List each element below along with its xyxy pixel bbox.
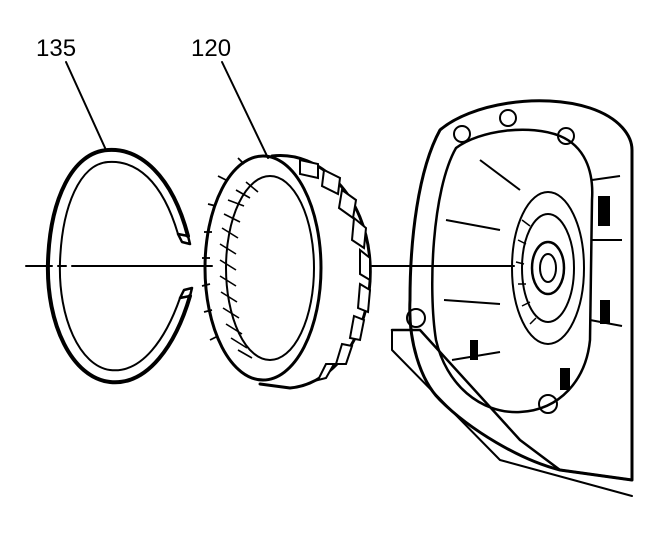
ring-gear-120 <box>201 154 372 390</box>
leader-line-135 <box>65 61 107 151</box>
transmission-case <box>390 99 634 497</box>
snap-ring-135 <box>45 147 194 385</box>
callout-label-120: 120 <box>191 35 231 62</box>
leader-line-120 <box>221 61 269 159</box>
callout-label-135: 135 <box>36 35 76 62</box>
